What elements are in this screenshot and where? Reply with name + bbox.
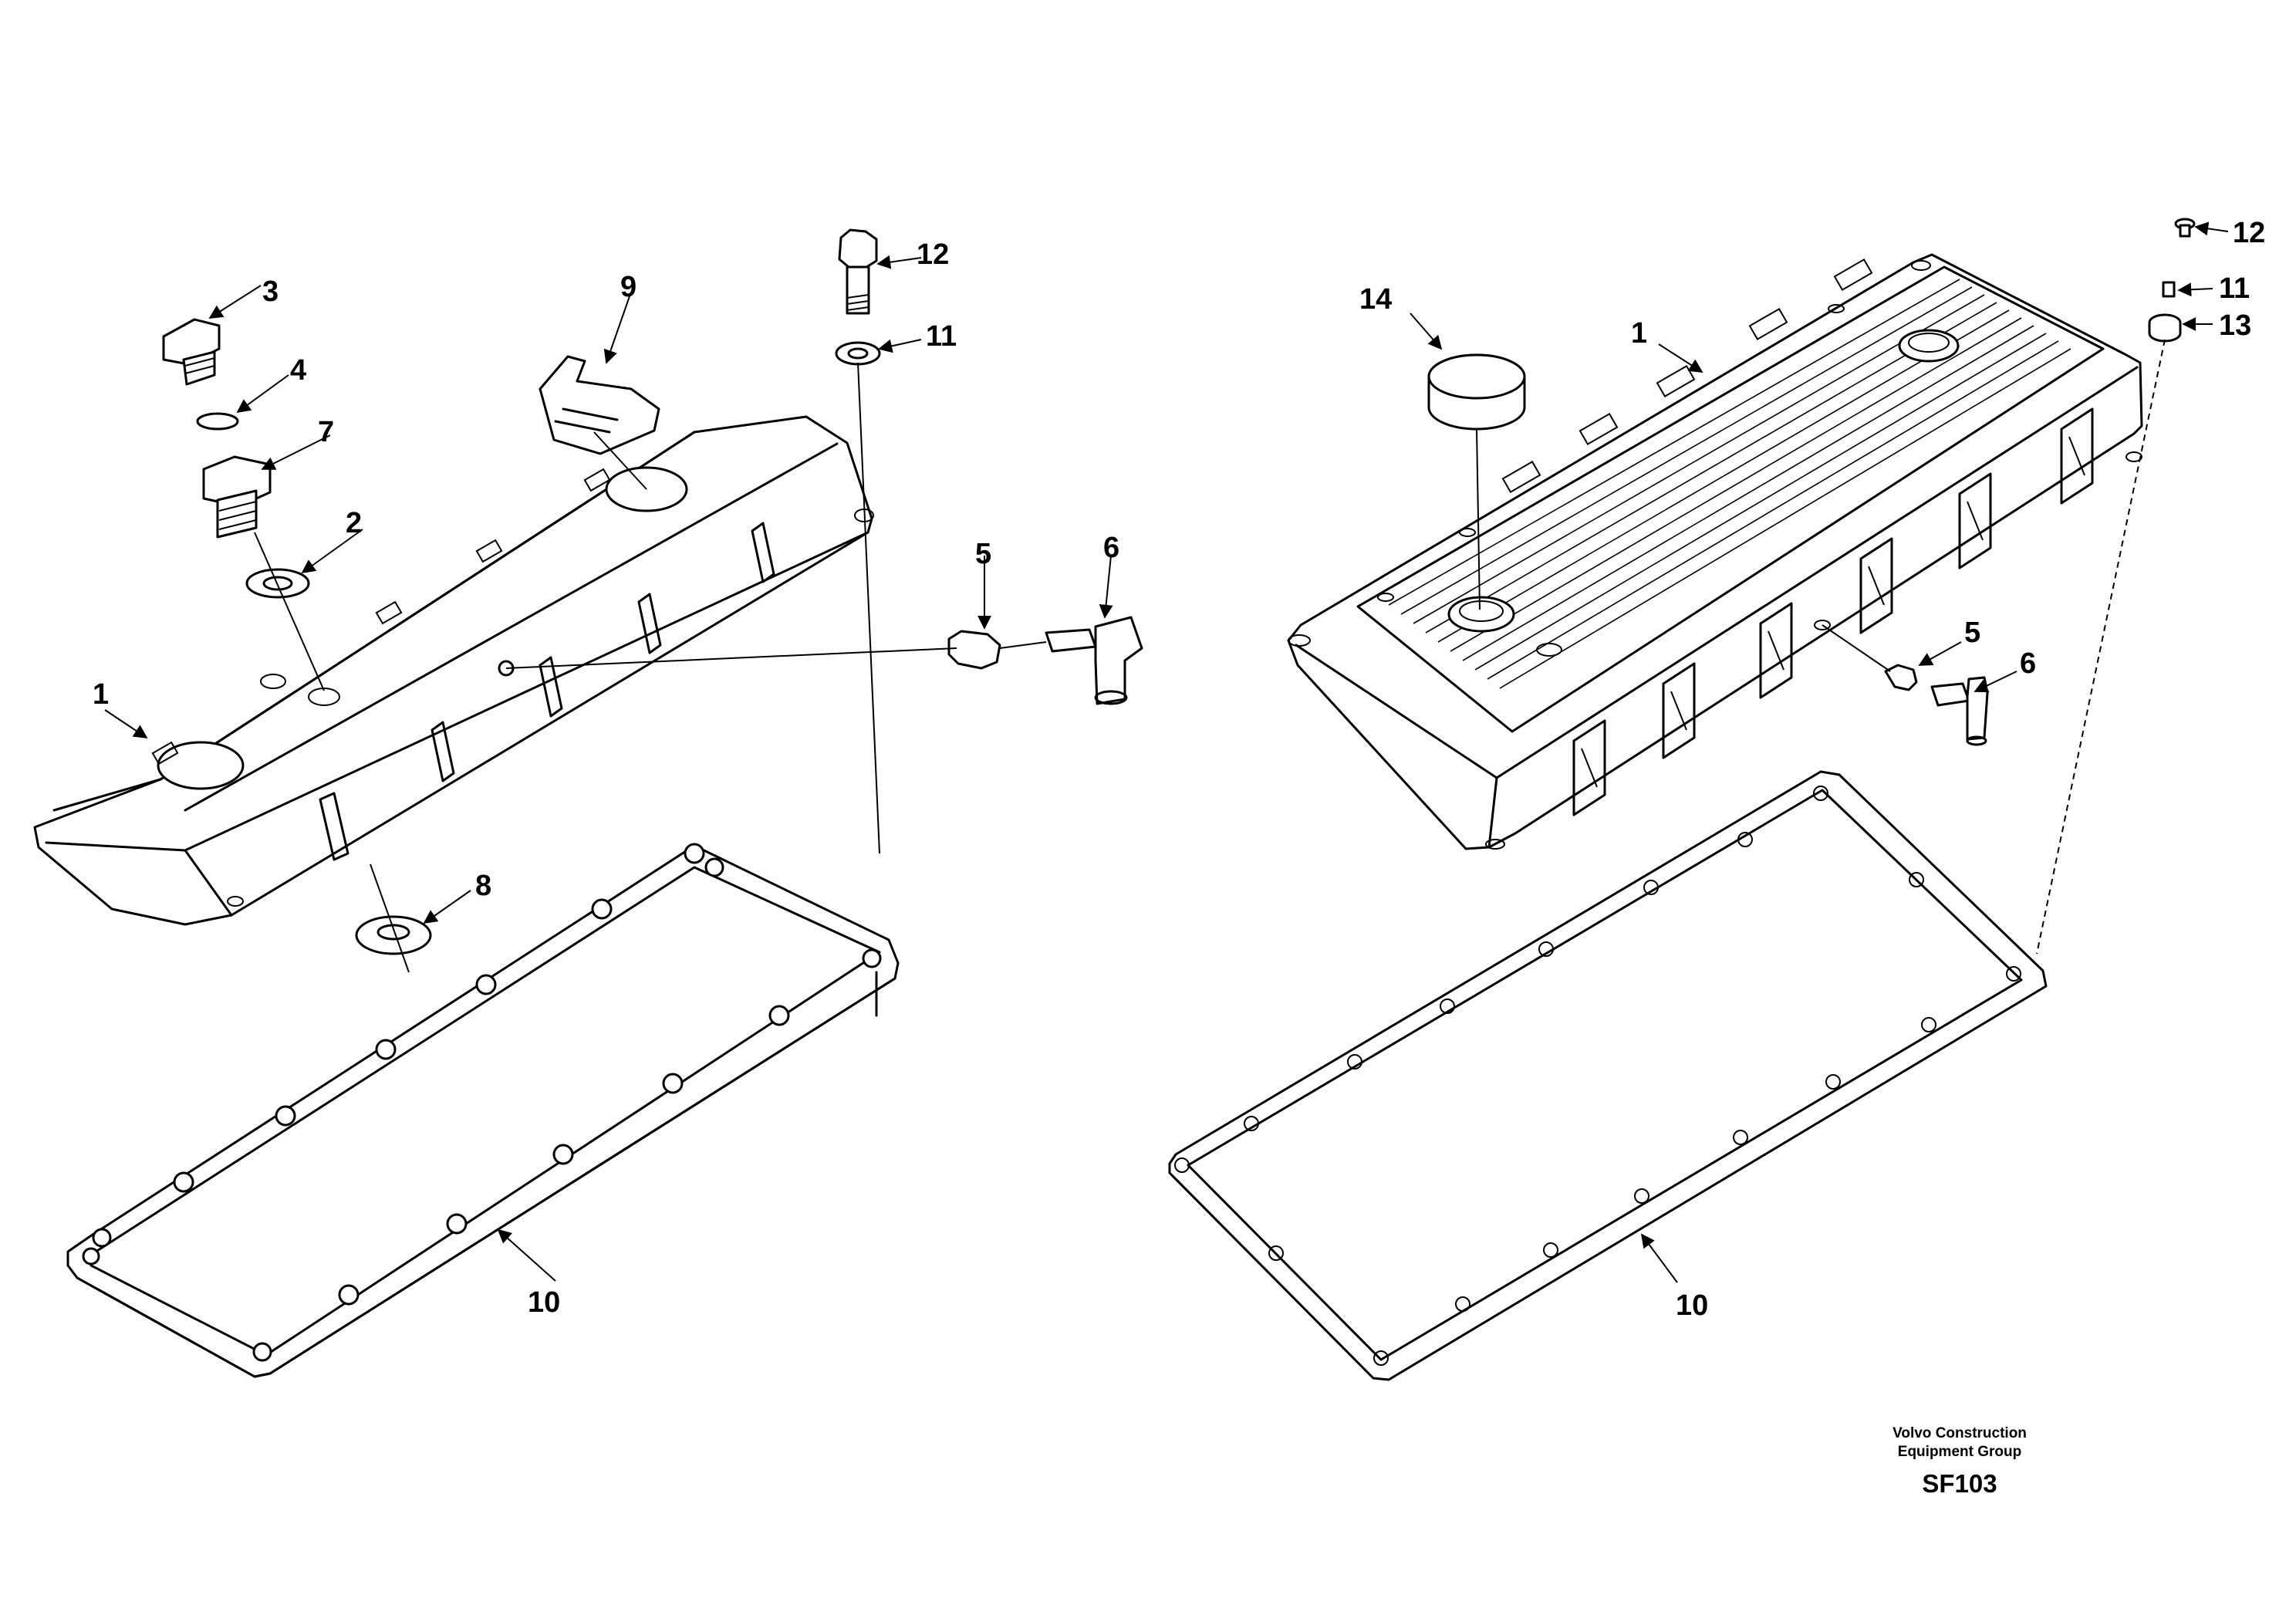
right-valve-cover (1287, 253, 2143, 850)
diagram-code: SF103 (1922, 1469, 1997, 1498)
right-cap-14 (1427, 353, 1526, 431)
right-spacer-11 (2162, 281, 2176, 298)
left-plug-3 (162, 318, 221, 386)
left-seal-8 (355, 915, 432, 955)
right-nipple-5 (1884, 664, 1918, 691)
left-callout-1: 1 (93, 678, 109, 711)
right-exploded-view: 14 1 5 6 12 11 13 10 (1168, 217, 2265, 1381)
org-name-line2: Equipment Group (1897, 1444, 2022, 1460)
right-cover-side-ribs (1572, 407, 2094, 816)
left-callout-12: 12 (917, 238, 949, 271)
right-callout-1: 1 (1631, 317, 1647, 350)
right-callout-5: 5 (1964, 617, 1980, 649)
left-washer-11 (835, 341, 881, 366)
left-callout-7: 7 (318, 416, 334, 448)
right-gasket-bolt-holes (1174, 786, 2021, 1366)
right-callout-10: 10 (1676, 1289, 1708, 1322)
left-exploded-view: 1 2 3 4 5 6 7 8 9 10 11 12 (33, 228, 1143, 1378)
right-callout-12: 12 (2233, 217, 2265, 249)
left-gasket-10 (66, 843, 900, 1378)
right-gasket-10 (1168, 770, 2048, 1381)
org-name-line1: Volvo Construction (1893, 1425, 2027, 1441)
left-callout-11: 11 (926, 320, 957, 353)
left-callout-8: 8 (475, 870, 491, 902)
right-cover-fins (1388, 279, 2071, 689)
left-callout-9: 9 (620, 271, 636, 303)
right-callout-14: 14 (1359, 283, 1392, 316)
right-elbow-6 (1930, 676, 1989, 746)
left-valve-cover (33, 415, 874, 926)
right-leaders (1410, 221, 2229, 1283)
left-elbow-6 (1045, 616, 1143, 705)
left-callout-6: 6 (1103, 532, 1119, 564)
right-bolt-12 (2174, 218, 2196, 238)
left-plug-7 (202, 455, 272, 539)
right-callout-13: 13 (2219, 309, 2251, 342)
left-callout-4: 4 (290, 354, 306, 387)
left-breather-9 (539, 355, 660, 490)
left-bolt-12 (838, 228, 878, 315)
left-gasket-bolts (82, 843, 882, 1362)
right-callout-6: 6 (2020, 647, 2036, 680)
right-bushing-13 (2148, 313, 2182, 343)
left-callout-3: 3 (262, 275, 279, 308)
left-callout-10: 10 (528, 1286, 560, 1319)
left-leaders (104, 255, 1113, 1282)
right-callout-11: 11 (2219, 272, 2250, 305)
left-nipple-5 (947, 630, 1001, 670)
left-callout-5: 5 (975, 538, 991, 570)
left-o-ring-4 (196, 412, 239, 431)
title-block: Volvo Construction Equipment Group SF103 (1836, 1424, 2083, 1499)
left-callout-2: 2 (346, 507, 362, 539)
